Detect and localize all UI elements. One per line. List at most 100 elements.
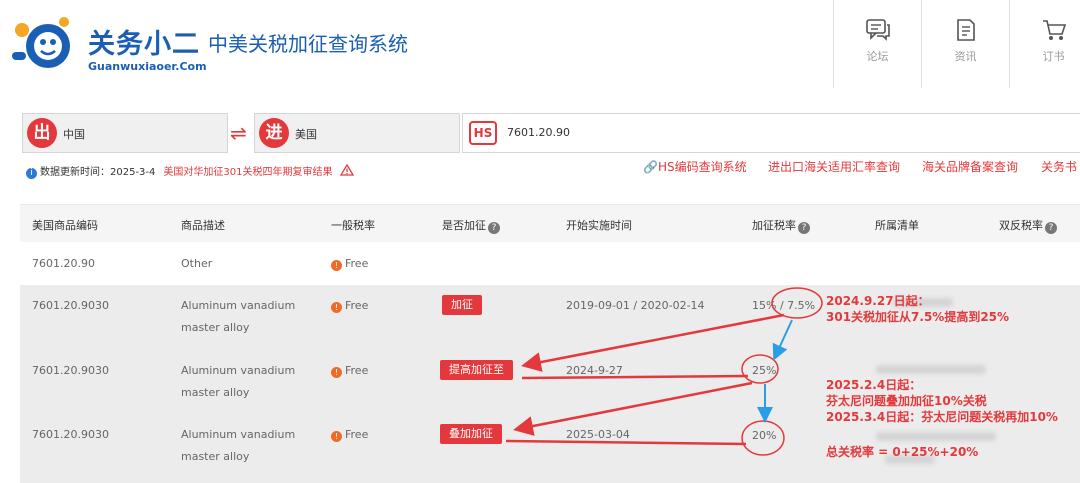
surcharge-badge: 加征: [442, 295, 482, 315]
annotation-2025-line1: 2025.2.4日起：: [826, 378, 922, 392]
row-rate-value: Free: [345, 428, 369, 441]
surcharge-badge: 提高加征至: [440, 360, 513, 380]
app-header: 关务小二 Guanwuxiaoer.Com 中美关税加征查询系统 论坛 资讯 订…: [0, 0, 1080, 88]
col-surcharge: 是否加征?: [442, 217, 500, 234]
nav-cart[interactable]: 订书: [1009, 0, 1080, 88]
highlight-circle: [741, 420, 785, 456]
highlight-circle: [771, 287, 823, 319]
info-dot-icon: !: [331, 431, 342, 442]
annotation-total: 总关税率 = 0+25%+20%: [826, 445, 979, 459]
surcharge-badge: 叠加加征: [440, 424, 502, 444]
warning-icon: [339, 163, 354, 176]
annotation-2025-line2: 芬太尼问题叠加加征10%关税: [826, 394, 987, 408]
system-title: 中美关税加征查询系统: [208, 32, 408, 56]
row-desc: Aluminum vanadium: [181, 299, 296, 312]
link-exchange-rate[interactable]: 进出口海关适用汇率查询: [768, 160, 901, 174]
nav-cart-label: 订书: [1042, 50, 1065, 63]
row-rate: !Free: [331, 295, 368, 317]
nav-news[interactable]: 资讯: [921, 0, 1009, 88]
table-row: 7601.20.90 Other !Free: [20, 243, 1080, 285]
col-start-date: 开始实施时间: [566, 219, 632, 232]
row-date: 2019-09-01 / 2020-02-14: [566, 299, 705, 312]
info-dot-icon: !: [331, 260, 342, 271]
link-icon: 🔗: [643, 160, 658, 174]
red-line: [505, 439, 747, 446]
row-surcharge-rate: 20%: [752, 429, 777, 442]
nav-forum[interactable]: 论坛: [833, 0, 921, 88]
help-icon[interactable]: ?: [488, 222, 500, 234]
redacted-text: [893, 298, 953, 307]
row-surcharge-rate: 15% / 7.5%: [752, 299, 816, 312]
nav-news-label: 资讯: [954, 50, 977, 63]
table-row: 7601.20.9030 Aluminum vanadium master al…: [20, 285, 1080, 351]
link-brand-record[interactable]: 海关品牌备案查询: [922, 160, 1019, 174]
hs-code-input[interactable]: HS 7601.20.90: [462, 113, 1080, 153]
redacted-text: [885, 455, 935, 464]
redacted-text: [876, 365, 986, 374]
row-code: 7601.20.9030: [32, 299, 109, 312]
table-row: 7601.20.9030 Aluminum vanadium master al…: [20, 416, 1080, 483]
cart-icon: [1042, 20, 1066, 40]
link-hs-query[interactable]: 🔗HS编码查询系统: [643, 158, 747, 175]
import-country-select[interactable]: 进 美国: [254, 113, 460, 153]
help-icon[interactable]: ?: [1045, 222, 1057, 234]
red-arrow: [513, 381, 753, 436]
update-time: 数据更新时间：2025-3-4: [40, 167, 156, 178]
info-icon: i: [26, 168, 37, 179]
info-dot-icon: !: [331, 302, 342, 313]
row-rate-value: Free: [345, 364, 369, 377]
help-icon[interactable]: ?: [798, 222, 810, 234]
swap-icon[interactable]: ⇌: [230, 121, 247, 145]
table-header: 美国商品编码 商品描述 一般税率 是否加征? 开始实施时间 加征税率? 所属清单…: [20, 204, 1080, 242]
export-country-select[interactable]: 出 中国: [22, 113, 228, 153]
row-date: 2024-9-27: [566, 364, 623, 377]
annotation-2025: 2025.2.4日起： 芬太尼问题叠加加征10%关税 2025.3.4日起：芬太…: [826, 377, 1058, 425]
import-tag: 进: [259, 118, 289, 148]
row-rate-value: Free: [345, 257, 369, 270]
row-desc: Other: [181, 257, 213, 270]
red-arrow: [521, 313, 785, 372]
col-surcharge-label: 是否加征: [442, 219, 486, 232]
hs-code-value: 7601.20.90: [507, 126, 570, 139]
col-list: 所属清单: [875, 219, 919, 232]
link-books[interactable]: 关务书: [1041, 160, 1078, 174]
news-icon: [956, 19, 975, 41]
red-line: [521, 374, 749, 380]
logo-icon: [12, 17, 70, 68]
link-hs-query-label: HS编码查询系统: [657, 160, 747, 174]
col-surcharge-rate-label: 加征税率: [752, 219, 796, 232]
brand-name: 关务小二: [88, 29, 200, 60]
forum-icon: [865, 19, 890, 41]
row-rate-value: Free: [345, 299, 369, 312]
row-rate: !Free: [331, 253, 368, 275]
col-surcharge-rate: 加征税率?: [752, 217, 810, 234]
row-desc-2: master alloy: [181, 386, 250, 399]
export-tag: 出: [27, 118, 57, 148]
row-desc-2: master alloy: [181, 450, 250, 463]
hs-badge-icon: HS: [469, 121, 497, 145]
info-dot-icon: !: [331, 367, 342, 378]
row-code: 7601.20.9030: [32, 364, 109, 377]
col-ad-cvd-label: 双反税率: [999, 219, 1043, 232]
redacted-text: [876, 432, 996, 441]
row-code: 7601.20.90: [32, 257, 95, 270]
row-desc-2: master alloy: [181, 321, 250, 334]
review-notice-link[interactable]: 美国对华加征301关税四年期复审结果: [163, 167, 333, 178]
row-desc: Aluminum vanadium: [181, 428, 296, 441]
row-rate: !Free: [331, 424, 368, 446]
col-desc: 商品描述: [181, 219, 225, 232]
table-row: 7601.20.9030 Aluminum vanadium master al…: [20, 351, 1080, 416]
highlight-circle: [741, 354, 779, 384]
col-ad-cvd: 双反税率?: [999, 217, 1057, 234]
export-country-value: 中国: [63, 128, 85, 141]
col-us-code: 美国商品编码: [32, 219, 98, 232]
annotation-2024-line1: 2024.9.27日起：: [826, 294, 930, 308]
row-desc: Aluminum vanadium: [181, 364, 296, 377]
brand-url: Guanwuxiaoer.Com: [88, 60, 207, 73]
row-surcharge-rate: 25%: [752, 364, 777, 377]
row-rate: !Free: [331, 360, 368, 382]
annotation-2025-line3: 2025.3.4日起：芬太尼问题关税再加10%: [826, 410, 1058, 424]
row-date: 2025-03-04: [566, 428, 630, 441]
